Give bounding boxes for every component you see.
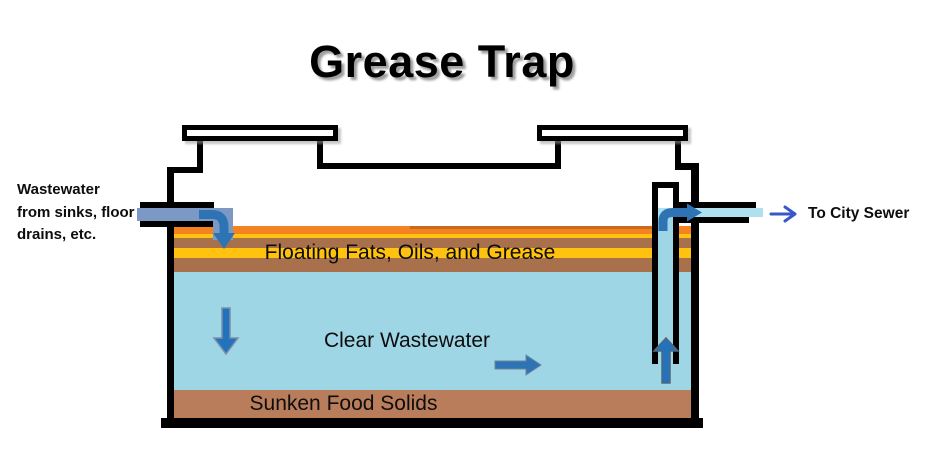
tank-wall-left — [167, 167, 174, 428]
outlet-pipe-top-wall — [673, 202, 756, 208]
grease-layer-orange-edge — [410, 226, 655, 229]
grease-layer-yellow-thin — [174, 234, 691, 238]
tank-top-step-right — [675, 163, 699, 170]
outlet-pipe-bottom-wall — [673, 217, 749, 223]
sewer-direction-arrow-icon — [769, 205, 797, 223]
riser-pipe-cap — [652, 182, 679, 188]
lid-right-neck-right — [675, 139, 681, 169]
riser-pipe-wall-left — [652, 182, 658, 364]
inlet-pipe-top-wall — [140, 202, 214, 208]
sunken-solids-label: Sunken Food Solids — [249, 392, 438, 415]
lid-right-neck-left — [555, 139, 561, 169]
clear-wastewater-label: Clear Wastewater — [323, 329, 491, 352]
tank-lid-left — [182, 125, 338, 141]
clear-wastewater-layer — [174, 272, 691, 390]
tank-top-edge — [317, 163, 561, 169]
outlet-pipe-water — [658, 208, 763, 217]
tank-top-ledge-left — [167, 167, 203, 173]
riser-pipe-air-gap — [658, 188, 673, 208]
fog-layer-label: Floating Fats, Oils, and Grease — [264, 241, 556, 264]
grease-layer-brown-lower — [174, 258, 691, 272]
inlet-pipe-bottom-wall — [140, 221, 214, 227]
diagram-title: Grease Trap — [309, 36, 575, 87]
grease-layer-brown-upper — [174, 238, 691, 248]
inlet-source-label-line2: from sinks, floor — [17, 203, 135, 221]
tank-bottom — [161, 418, 703, 428]
inlet-pipe-elbow — [213, 208, 233, 240]
tank-lid-right — [537, 125, 688, 141]
riser-pipe-wall-right-upper — [673, 182, 679, 203]
grease-layer-orange — [174, 226, 691, 234]
riser-pipe-wall-right-lower — [673, 217, 679, 364]
inlet-source-label-line1: Wastewater — [17, 181, 100, 198]
riser-pipe-water — [658, 208, 673, 364]
tank-wall-right — [691, 163, 699, 428]
inlet-source-label: Wastewater from sinks, floor drains, etc… — [17, 179, 135, 247]
to-city-sewer-label: To City Sewer — [808, 205, 910, 222]
lid-left-neck-right — [317, 139, 323, 169]
lid-left-neck-left — [197, 139, 203, 169]
sunken-solids-layer — [174, 390, 691, 418]
inlet-source-label-line3: drains, etc. — [17, 226, 97, 243]
grease-layer-yellow — [174, 248, 691, 258]
